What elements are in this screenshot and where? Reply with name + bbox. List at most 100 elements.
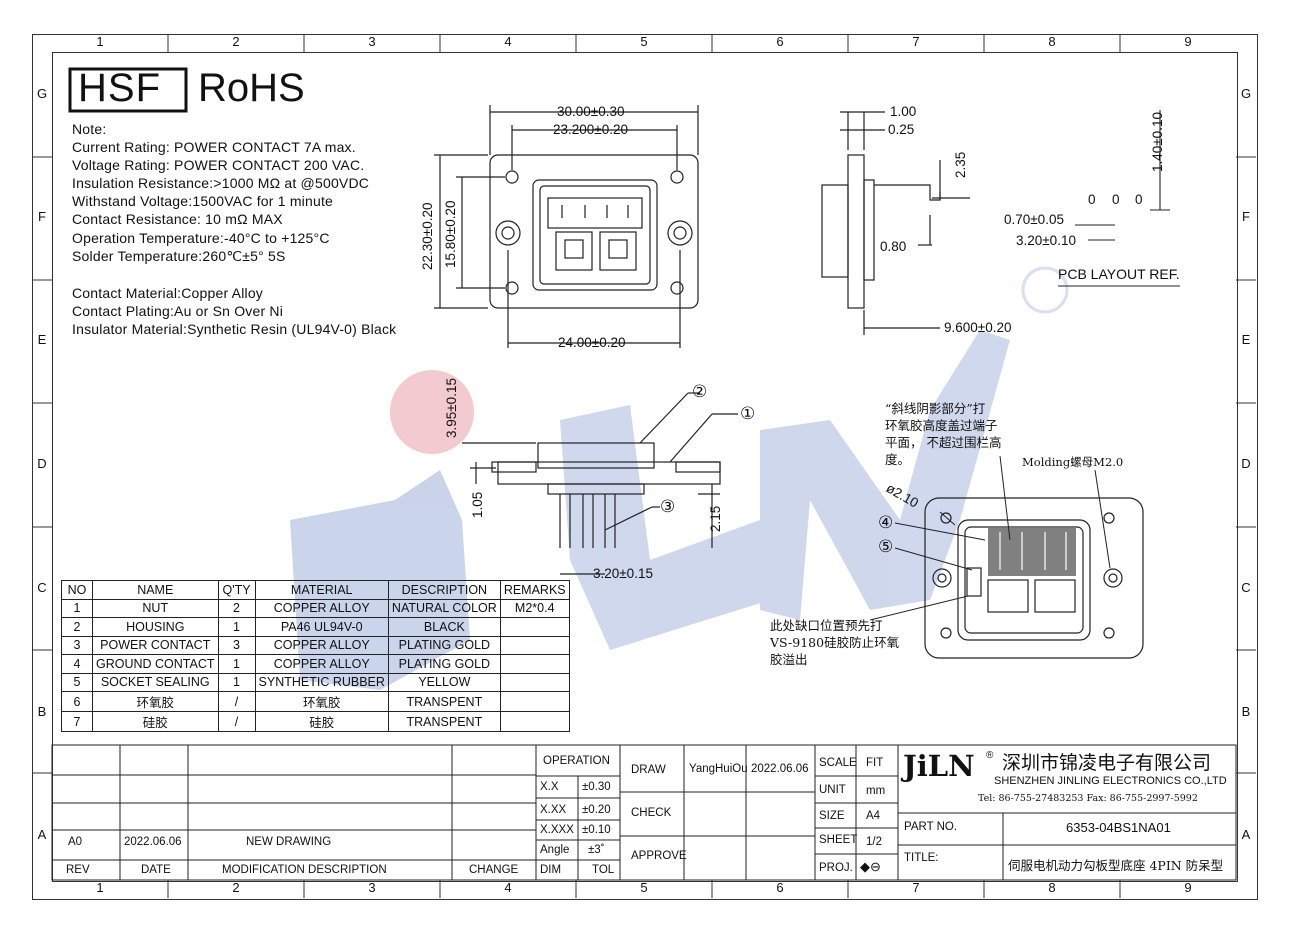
note-insulation: Insulation Resistance:>1000 MΩ at @500VD… [72,175,370,191]
modification-header: MODIFICATION DESCRIPTION [222,864,387,876]
part-no-label: PART NO. [904,821,958,833]
company-name-cn: 深圳市锦凌电子有限公司 [1002,752,1212,774]
zone-col-2-bottom: 2 [232,880,240,895]
drawing-title: 伺服电机动力勾板型底座 4PIN 防呆型 [1008,858,1224,873]
note-contact-plating: Contact Plating:Au or Sn Over Ni [72,303,284,319]
zone-row-f-right: F [1242,209,1250,224]
zone-col-8-bottom: 8 [1048,880,1056,895]
zone-row-b-right: B [1241,704,1251,719]
bom-cell: 4 [61,654,93,674]
note-op-temp: Operation Temperature:-40°C to +125°C [72,230,330,246]
zone-row-d: D [37,456,47,471]
notch-note-line: 此处缺口位置预先打 [770,618,883,633]
dim-flange-thick: 1.05 [470,491,485,518]
note-voltage: Voltage Rating: POWER CONTACT 200 VAC. [72,157,365,173]
note-contact-material: Contact Material:Copper Alloy [72,285,263,301]
zone-row-f: F [38,209,46,224]
bom-cell: 环氧胶 [92,691,219,712]
projection-symbol-icon: ◆⊖ [860,859,881,874]
dim-hole-height: 15.80±0.20 [443,200,458,268]
bom-cell: 6 [61,691,93,712]
dim-flange-gap: 0.25 [888,122,915,137]
hatch-note-line: “斜线阴影部分”打 [885,401,986,416]
callout-4: ④ [878,513,894,532]
zone-row-g-right: G [1240,86,1252,101]
drawing-frame [32,34,1258,900]
dim-pin-width: 0.80 [880,239,907,254]
drawing-border [52,52,1238,882]
zone-row-g: G [36,86,48,101]
zone-row-a: A [37,827,47,842]
zone-col-7-bottom: 7 [912,880,920,895]
dim-pcb-pitch: 3.20±0.10 [1016,233,1076,248]
hatch-note-line: 平面， 不超过围栏高 [885,435,1002,450]
dim-width-overall: 30.00±0.30 [557,104,625,119]
bom-cell: 2 [217,598,256,618]
zone-col-8: 8 [1048,34,1056,49]
sheet-value: 1/2 [866,836,882,848]
zone-col-6: 6 [776,34,784,49]
proj-label: PROJ. [819,862,853,874]
size-value: A4 [866,810,881,822]
dim-height-overall: 22.30±0.20 [420,202,435,270]
tol-value: TOL [592,864,615,876]
zone-col-2: 2 [232,34,240,49]
rev-description: NEW DRAWING [246,836,332,848]
company-name-en: SHENZHEN JINLING ELECTRONICS CO.,LTD [994,775,1227,787]
epoxy-hatch [988,528,1076,576]
zone-col-3-bottom: 3 [368,880,376,895]
approve-label: APPROVE [631,850,687,862]
bom-cell: 1 [217,617,256,637]
pcb-layout-label: PCB LAYOUT REF. [1058,266,1180,282]
registered-icon: ® [986,750,994,761]
callout-3: ③ [660,497,676,516]
epoxy-pins [999,532,1067,570]
tol-label: Angle [540,844,570,856]
bom-cell: NATURAL COLOR [387,598,501,618]
hatch-note-line: 环氧胶高度盖过端子 [885,418,998,433]
dim-base-width: 24.00±0.20 [558,335,626,350]
callout-2: ② [692,382,708,401]
zone-col-1: 1 [96,34,104,49]
molding-note: Molding螺母M2.0 [1022,455,1124,469]
operation-label: OPERATION [543,755,610,767]
bom-cell: 硅胶 [254,711,389,732]
rev-value: A0 [68,836,83,848]
bom-cell: COPPER ALLOY [254,598,389,618]
bom-col-name: NAME [92,580,219,600]
bom-table: NO NAME Q'TY MATERIAL DESCRIPTION REMARK… [61,580,570,732]
bom-header: NO NAME Q'TY MATERIAL DESCRIPTION REMARK… [61,580,570,600]
bom-cell [499,654,570,674]
rev-header: REV [66,864,90,876]
notch-note: 此处缺口位置预先打 VS-9180硅胶防止环氧 胶溢出 [770,617,899,668]
sheet-label: SHEET [819,834,858,846]
tol-label: X.XXX [540,824,574,836]
note-current: Current Rating: POWER CONTACT 7A max. [72,139,356,155]
bom-cell: 1 [217,654,256,674]
zone-row-c: C [37,580,47,595]
bom-cell: M2*0.4 [499,598,570,618]
note-withstand: Withstand Voltage:1500VAC for 1 minute [72,193,334,209]
part-number: 6353-04BS1NA01 [1066,820,1171,835]
zone-col-6-bottom: 6 [776,880,784,895]
zone-row-a-right: A [1241,827,1251,842]
zone-row-e: E [37,332,47,347]
zone-row-c-right: C [1241,580,1251,595]
pcb-hole-1: 0 [1088,192,1096,207]
check-label: CHECK [631,807,672,819]
note-contact-resistance: Contact Resistance: 10 mΩ MAX [72,211,283,227]
bom-cell [499,635,570,655]
zone-row-e-right: E [1241,332,1251,347]
bom-cell [499,711,570,732]
bom-col-remarks: REMARKS [499,580,570,600]
company-logo: JiLN [903,749,975,783]
pcb-hole-3: 0 [1135,192,1143,207]
note-solder-temp: Solder Temperature:260℃±5° 5S [72,248,286,264]
bom-cell: / [217,711,256,732]
bom-cell [499,672,570,692]
bom-cell: HOUSING [92,617,219,637]
